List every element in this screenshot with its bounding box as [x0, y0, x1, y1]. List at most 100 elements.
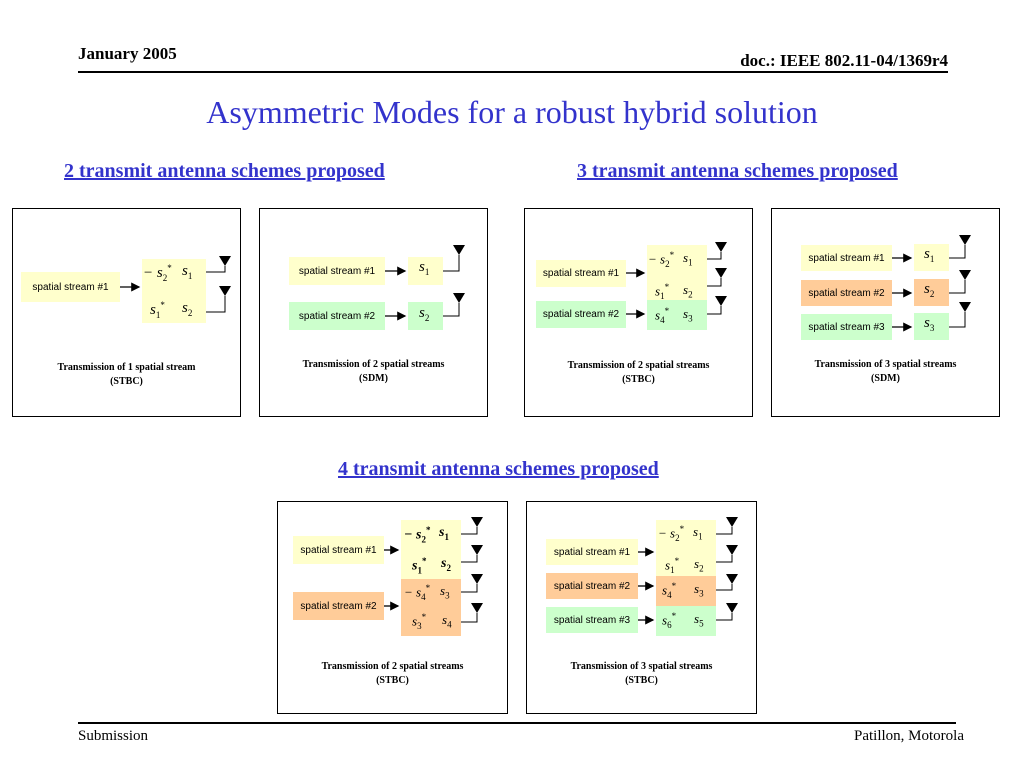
antenna-icon [219, 256, 231, 266]
antenna-feed [716, 527, 733, 535]
antenna-feed [443, 255, 460, 272]
antenna-icon [959, 235, 971, 245]
symbol-s1: s1 [419, 259, 430, 277]
antenna-feed [716, 613, 733, 621]
antenna-icon [726, 545, 738, 555]
antenna-icon [959, 302, 971, 312]
symbol-s3: s3 [924, 315, 935, 333]
matrix-cell: s3 [683, 306, 693, 324]
page-title: Asymmetric Modes for a robust hybrid sol… [206, 94, 818, 130]
spatial-stream-2-box: spatial stream #2 [289, 302, 385, 330]
caption-panel-5: Transmission of 2 spatial streams (STBC) [277, 660, 508, 688]
section-3tx-heading: 3 transmit antenna schemes proposed [577, 160, 898, 182]
caption-line-2: (STBC) [622, 374, 655, 385]
antenna-icon [715, 296, 727, 306]
matrix-cell: s1 [693, 524, 703, 542]
spatial-stream-3-box: spatial stream #3 [546, 607, 638, 633]
matrix-cell: s6* [662, 611, 677, 630]
matrix-cell: s2 [694, 556, 704, 574]
antenna-feed [206, 296, 226, 313]
matrix-cell: s1* [150, 300, 165, 320]
panel-3-streams-sdm [771, 208, 1000, 417]
matrix-cell: s1 [439, 525, 449, 542]
header-doc: doc.: IEEE 802.11-04/1369r4 [740, 51, 948, 70]
stream-3-symbols [656, 606, 716, 636]
matrix-cell: s2 [441, 556, 451, 573]
footer-right: Patillon, Motorola [854, 728, 964, 744]
matrix-cell: s4 [442, 612, 452, 630]
caption-line-2: (STBC) [376, 675, 409, 686]
caption-panel-4: Transmission of 3 spatial streams (SDM) [771, 358, 1000, 386]
matrix-cell: − s2* [648, 250, 675, 269]
matrix-cell: − s2* [658, 524, 685, 543]
caption-panel-1: Transmission of 1 spatial stream (STBC) [12, 361, 241, 389]
stbc-matrix-2 [401, 579, 461, 636]
antenna-icon [453, 245, 465, 255]
antenna-feed [206, 266, 226, 273]
matrix-cell: − s4* [404, 583, 431, 602]
matrix-cell: s3* [412, 612, 427, 631]
spatial-stream-1-box: spatial stream #1 [289, 257, 385, 285]
stbc-matrix [656, 520, 716, 576]
antenna-feed [949, 245, 966, 259]
section-2tx-heading: 2 transmit antenna schemes proposed [64, 160, 385, 182]
antenna-feed [949, 280, 966, 294]
stbc-matrix-1 [401, 520, 461, 579]
caption-line-1: Transmission of 2 spatial streams [302, 359, 445, 370]
symbol-s1: s1 [924, 246, 935, 264]
caption-panel-6: Transmission of 3 spatial streams (STBC) [526, 660, 757, 688]
caption-line-1: Transmission of 2 spatial streams [321, 661, 464, 672]
matrix-cell: s3 [440, 583, 450, 601]
antenna-icon [453, 293, 465, 303]
stbc-matrix [142, 259, 206, 323]
caption-line-1: Transmission of 1 spatial stream [57, 362, 196, 373]
symbol-s2: s2 [419, 305, 430, 323]
antenna-icon [471, 603, 483, 613]
antenna-icon [219, 286, 231, 296]
antenna-feed [461, 527, 478, 535]
antenna-icon [726, 574, 738, 584]
caption-line-2: (SDM) [871, 373, 900, 384]
footer-divider [78, 722, 956, 724]
matrix-cell: s2 [182, 300, 193, 318]
spatial-stream-2-box: spatial stream #2 [546, 573, 638, 599]
stream-2-symbols [647, 300, 707, 330]
spatial-stream-3-box: spatial stream #3 [801, 314, 892, 340]
caption-panel-3: Transmission of 2 spatial streams (STBC) [524, 359, 753, 387]
antenna-icon [726, 517, 738, 527]
antenna-feed [461, 584, 478, 593]
spatial-stream-2-box: spatial stream #2 [293, 592, 384, 620]
header-divider [78, 71, 948, 73]
matrix-cell: s1 [683, 250, 693, 268]
antenna-icon [471, 574, 483, 584]
symbol-box [408, 302, 443, 330]
antenna-icon [471, 545, 483, 555]
antenna-feed [707, 278, 722, 287]
matrix-cell: s4* [662, 581, 677, 600]
matrix-cell: s1 [182, 263, 193, 281]
matrix-cell: s1* [412, 556, 427, 576]
matrix-cell: s1* [665, 556, 680, 575]
antenna-icon [726, 603, 738, 613]
footer-left: Submission [78, 728, 149, 744]
matrix-cell: s5 [694, 611, 704, 629]
caption-line-1: Transmission of 3 spatial streams [570, 661, 713, 672]
spatial-stream-1-box: spatial stream #1 [546, 539, 638, 565]
caption-line-2: (SDM) [359, 373, 388, 384]
symbol-box [914, 244, 949, 271]
spatial-stream-1-box: spatial stream #1 [293, 536, 384, 564]
antenna-feed [949, 312, 966, 328]
antenna-icon [471, 517, 483, 527]
antenna-icon [715, 242, 727, 252]
stream-2-symbols [656, 576, 716, 606]
stbc-matrix [647, 245, 707, 300]
caption-line-2: (STBC) [110, 376, 143, 387]
antenna-feed [707, 306, 722, 315]
matrix-cell: s1* [655, 282, 670, 301]
caption-line-1: Transmission of 2 spatial streams [567, 360, 710, 371]
antenna-icon [959, 270, 971, 280]
symbol-box [914, 279, 949, 306]
symbol-box [408, 257, 443, 285]
section-4tx-heading: 4 transmit antenna schemes proposed [338, 458, 659, 480]
